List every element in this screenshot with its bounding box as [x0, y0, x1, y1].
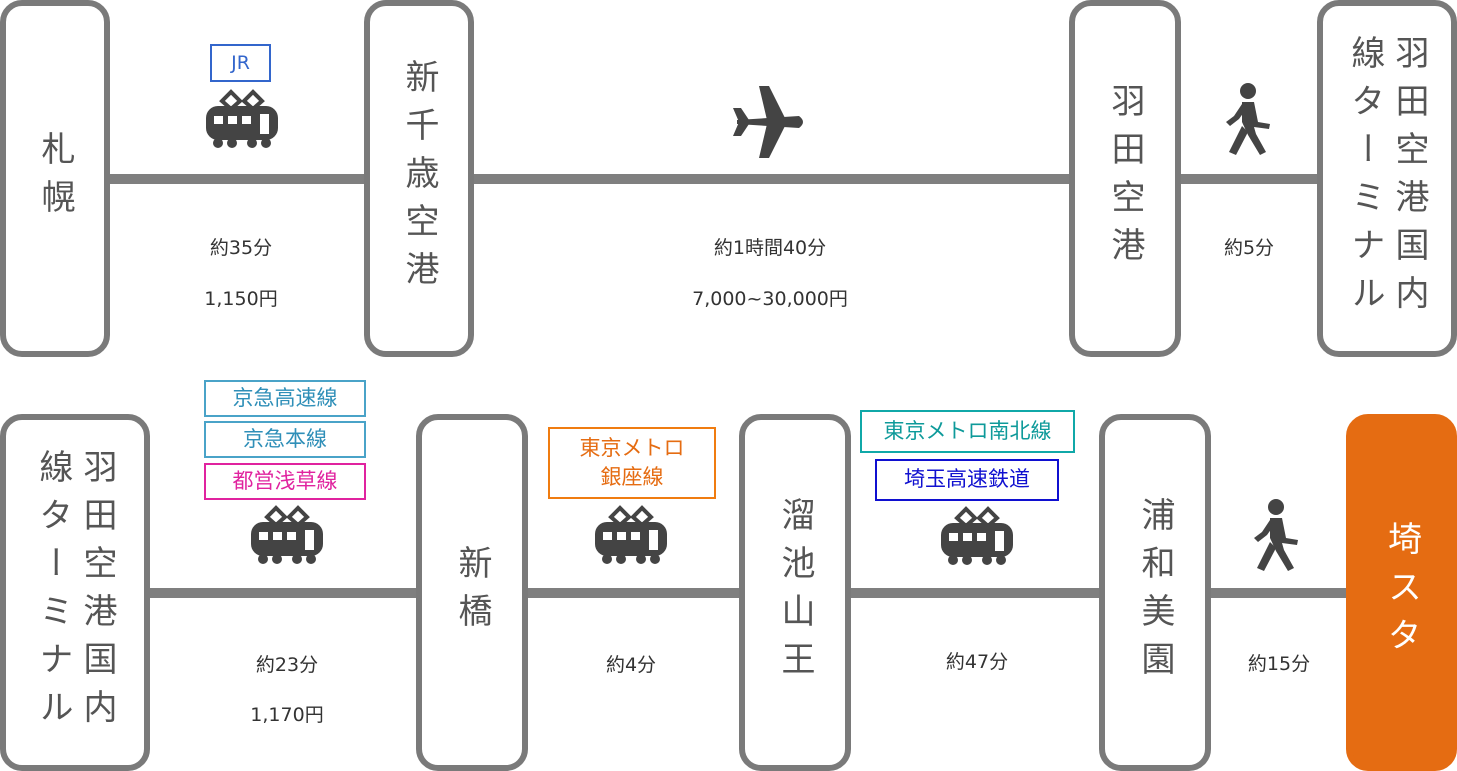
- station-haneda-domestic-terminal-2: 羽田空港国内 線ターミナル: [0, 414, 150, 771]
- station-name: 羽田空港: [1105, 82, 1145, 275]
- train-icon: [595, 505, 667, 564]
- line-badge-ginza: 東京メトロ 銀座線: [548, 427, 716, 499]
- station-shin-chitose: 新千歳空港: [364, 0, 474, 357]
- train-icon: [941, 506, 1013, 565]
- line-badge-label: 京急高速線: [232, 385, 338, 410]
- line-badge-label: 都営浅草線: [232, 468, 338, 493]
- station-saitama-stadium: 埼スタ: [1346, 414, 1457, 771]
- route-line-7: [1205, 588, 1350, 598]
- station-name: 浦和美園: [1135, 496, 1175, 689]
- line-badge-namboku: 東京メトロ南北線: [860, 410, 1075, 453]
- station-urawa-misono: 浦和美園: [1099, 414, 1211, 771]
- station-name: 新千歳空港: [399, 58, 439, 299]
- leg-time: 約47分: [945, 651, 1009, 673]
- leg-fare: 1,150円: [204, 288, 278, 310]
- station-name: 溜池山王: [775, 496, 815, 689]
- station-shimbashi: 新橋: [416, 414, 528, 771]
- route-line-5: [522, 588, 744, 598]
- leg-fare: 7,000~30,000円: [692, 288, 848, 310]
- leg-fare: 1,170円: [250, 704, 324, 726]
- line-badge-jr: JR: [210, 44, 271, 82]
- route-line-1: [105, 174, 370, 184]
- line-badge-label: 埼玉高速鉄道: [904, 467, 1030, 492]
- station-sapporo: 札幌: [0, 0, 110, 357]
- line-badge-keikyu-airport: 京急高速線: [204, 380, 366, 417]
- line-badge-label: 東京メトロ南北線: [883, 418, 1052, 443]
- line-badge-label: 京急本線: [243, 426, 327, 451]
- station-haneda-domestic-terminal: 羽田空港国内 線ターミナル: [1317, 0, 1457, 357]
- station-haneda-airport: 羽田空港: [1069, 0, 1181, 357]
- train-icon: [251, 505, 323, 564]
- route-line-2: [470, 174, 1075, 184]
- line-badge-label-1: 東京メトロ: [579, 435, 685, 460]
- station-name: 札幌: [35, 130, 75, 227]
- line-badge-saitama-railway: 埼玉高速鉄道: [875, 459, 1059, 501]
- station-name: 埼スタ: [1381, 520, 1422, 665]
- line-badge-asakusa: 都営浅草線: [204, 463, 366, 500]
- route-line-6: [845, 588, 1105, 598]
- line-badge-label: JR: [231, 51, 250, 74]
- leg-time: 約5分: [1223, 237, 1275, 259]
- leg-time: 約35分: [209, 237, 273, 259]
- line-badge-keikyu-main: 京急本線: [204, 421, 366, 458]
- airplane-icon: [733, 86, 803, 158]
- station-name-line-2: 線ターミナル: [33, 448, 73, 737]
- walking-person-icon: [1254, 499, 1298, 571]
- line-badge-label-2: 銀座線: [600, 465, 664, 489]
- station-name-line-1: 羽田空港国内: [77, 448, 117, 737]
- route-line-4: [145, 588, 422, 598]
- route-line-3: [1175, 174, 1323, 184]
- leg-time: 約4分: [605, 654, 657, 676]
- station-tameike-sanno: 溜池山王: [739, 414, 851, 771]
- leg-time: 約1時間40分: [713, 237, 827, 259]
- leg-time: 約15分: [1247, 653, 1311, 675]
- train-icon: [206, 89, 278, 148]
- station-name-line-2: 線ターミナル: [1345, 34, 1385, 323]
- station-name: 新橋: [452, 544, 492, 641]
- station-name-line-1: 羽田空港国内: [1389, 34, 1429, 323]
- leg-time: 約23分: [255, 654, 319, 676]
- walking-person-icon: [1226, 83, 1270, 155]
